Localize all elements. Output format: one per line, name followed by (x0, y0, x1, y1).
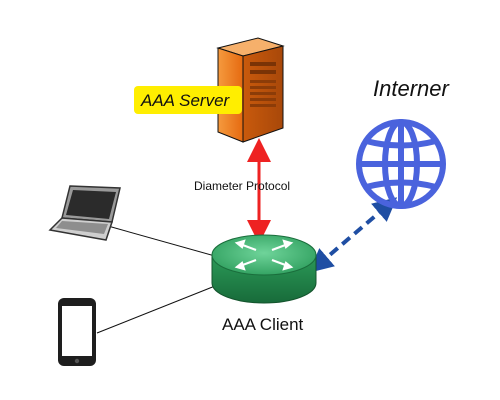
router-icon (211, 234, 317, 304)
globe-icon (356, 119, 446, 209)
server-label-tag: AAA Server (134, 86, 242, 114)
protocol-label: Diameter Protocol (194, 179, 290, 193)
phone-icon (58, 298, 96, 366)
internet-label: Interner (373, 76, 450, 101)
internet-link-arrow (308, 197, 398, 273)
laptop-icon (48, 185, 121, 241)
phone-link (96, 285, 216, 334)
server-label: AAA Server (140, 91, 231, 110)
client-label: AAA Client (222, 315, 304, 334)
laptop-link (107, 225, 223, 259)
